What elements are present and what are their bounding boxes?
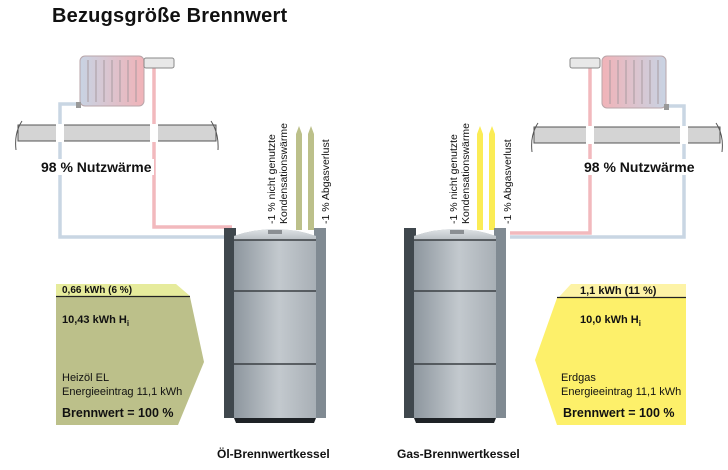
gas-fuel-name: Erdgas (561, 372, 596, 384)
left-floor-slab (15, 120, 219, 151)
oil-fuel-name: Heizöl EL (62, 372, 110, 384)
right-floor-slab (531, 122, 723, 153)
oil-hi-subscript: i (126, 319, 130, 329)
oil-energy-arrow (56, 284, 204, 425)
right-condensation-loss-label: -1 % nicht genutzte Kondensationswärme (448, 123, 472, 224)
gas-hi-value: 10,0 kWh Hi (580, 314, 641, 328)
right-flue-loss-label: -1 % Abgasverlust (502, 139, 514, 224)
right-flue-arrows (477, 126, 495, 230)
left-flue-loss-label: -1 % Abgasverlust (320, 139, 332, 224)
gas-boiler-label: Gas-Brennwertkessel (397, 447, 520, 461)
oil-reference-value: Brennwert = 100 % (62, 406, 174, 420)
left-flue-arrows (296, 126, 314, 230)
right-condensation-loss-line1: -1 % nicht genutzte (448, 134, 460, 224)
gas-energy-arrow (535, 284, 686, 425)
right-condensation-loss-line2: Kondensationswärme (460, 123, 472, 224)
oil-energy-input: Energieeintrag 11,1 kWh (62, 386, 183, 398)
oil-boiler-label: Öl-Brennwertkessel (217, 447, 330, 461)
gas-reference-value: Brennwert = 100 % (563, 406, 675, 420)
right-radiator-icon (569, 55, 669, 110)
left-radiator-icon (76, 55, 175, 108)
right-useful-heat-label: 98 % Nutzwärme (581, 159, 698, 175)
left-useful-heat-label: 98 % Nutzwärme (38, 159, 155, 175)
left-flow-pipe (152, 66, 232, 229)
right-flow-pipe (510, 68, 592, 235)
gas-energy-input: Energieeintrag 11,1 kWh (561, 386, 682, 398)
oil-hi-text: 10,43 kWh H (62, 314, 127, 326)
gas-loss-value: 1,1 kWh (11 %) (580, 285, 657, 297)
oil-fuel-info: Heizöl EL Energieeintrag 11,1 kWh (62, 371, 182, 399)
page-title: Bezugsgröße Brennwert (52, 5, 288, 27)
gas-hi-subscript: i (638, 319, 641, 329)
left-condensation-loss-label: -1 % nicht genutzte Kondensationswärme (266, 123, 290, 224)
gas-boiler-icon (404, 228, 506, 423)
gas-hi-text: 10,0 kWh H (580, 314, 639, 326)
oil-hi-value: 10,43 kWh Hi (62, 314, 129, 328)
oil-boiler-icon (224, 228, 326, 423)
gas-fuel-info: Erdgas Energieeintrag 11,1 kWh (561, 371, 681, 399)
oil-loss-value: 0,66 kWh (6 %) (62, 285, 133, 296)
left-condensation-loss-line1: -1 % nicht genutzte (266, 134, 278, 224)
left-condensation-loss-line2: Kondensationswärme (278, 123, 290, 224)
